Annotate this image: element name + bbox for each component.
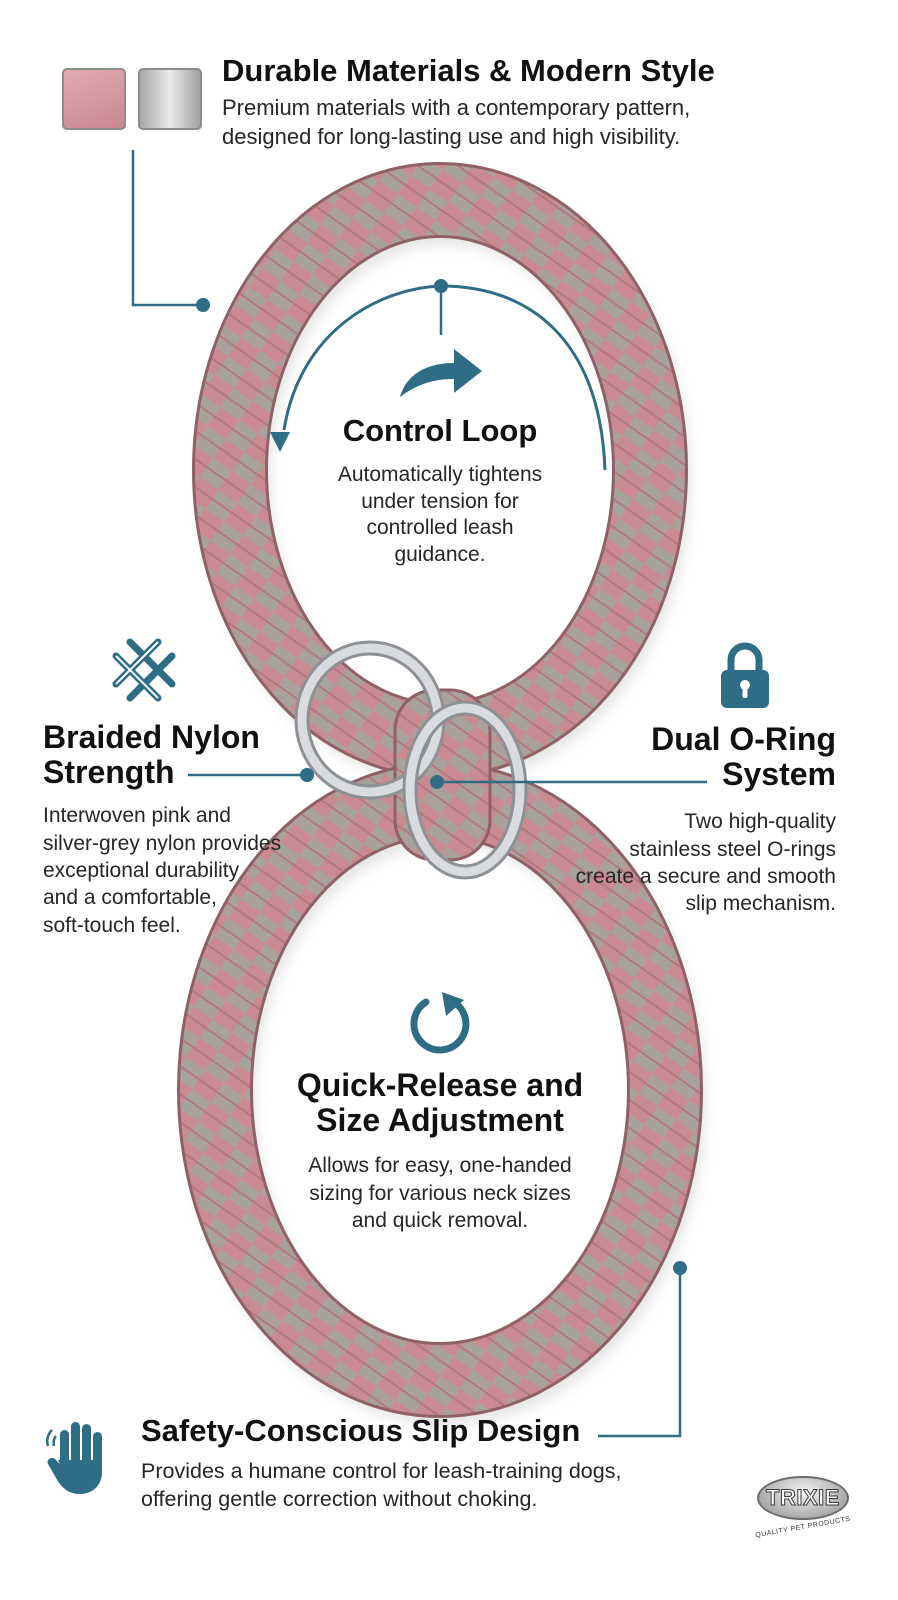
- refresh-icon: [410, 992, 470, 1054]
- materials-desc: Premium materials with a contemporary pa…: [222, 95, 691, 149]
- safety-leader-dot: [673, 1261, 687, 1275]
- control-loop-desc: Automatically tightens under tension for…: [337, 463, 543, 567]
- control-leader-dot: [434, 279, 448, 293]
- control-arc-arrowhead: [270, 432, 290, 452]
- safety-feature: Safety-Conscious Slip Design Provides a …: [141, 1413, 761, 1514]
- release-desc: Allows for easy, one-handed sizing for v…: [308, 1154, 572, 1232]
- materials-title: Durable Materials & Modern Style: [222, 53, 715, 88]
- hand-icon: [45, 1422, 102, 1494]
- braided-feature: Braided Nylon Strength Interwoven pink a…: [43, 719, 363, 939]
- weave-icon: [112, 638, 176, 702]
- safety-title: Safety-Conscious Slip Design: [141, 1413, 581, 1448]
- trixie-logo: TRIXIE QUALITY PET PRODUCTS: [748, 1476, 858, 1548]
- control-loop-title: Control Loop: [342, 413, 538, 448]
- materials-leader-dot: [196, 298, 210, 312]
- lock-icon: [721, 642, 769, 708]
- pink-swatch: [62, 68, 126, 130]
- oring-leader-dot: [430, 775, 444, 789]
- braided-leader-dot: [300, 768, 314, 782]
- silver-swatch: [138, 68, 202, 130]
- safety-desc: Provides a humane control for leash-trai…: [141, 1459, 622, 1512]
- braided-desc: Interwoven pink and silver-grey nylon pr…: [43, 804, 282, 937]
- logo-emblem: TRIXIE: [757, 1476, 849, 1520]
- release-title: Quick-Release and Size Adjustment: [296, 1067, 584, 1139]
- materials-leader-line: [131, 150, 203, 307]
- curved-arrow-icon: [400, 349, 482, 397]
- logo-wordmark: TRIXIE: [766, 1485, 840, 1511]
- o-ring-right: [402, 700, 528, 880]
- braided-title: Braided Nylon Strength: [43, 719, 260, 791]
- oring-desc: Two high-quality stainless steel O-rings…: [575, 810, 836, 916]
- release-feature: Quick-Release and Size Adjustment Allows…: [260, 1067, 620, 1234]
- safety-leader-line: [598, 1268, 682, 1438]
- oring-feature: Dual O-Ring System Two high-quality stai…: [530, 721, 836, 918]
- control-loop-feature: Control Loop Automatically tightens unde…: [290, 413, 590, 569]
- oring-title: Dual O-Ring System: [651, 721, 836, 793]
- materials-feature: Durable Materials & Modern Style Premium…: [222, 53, 872, 151]
